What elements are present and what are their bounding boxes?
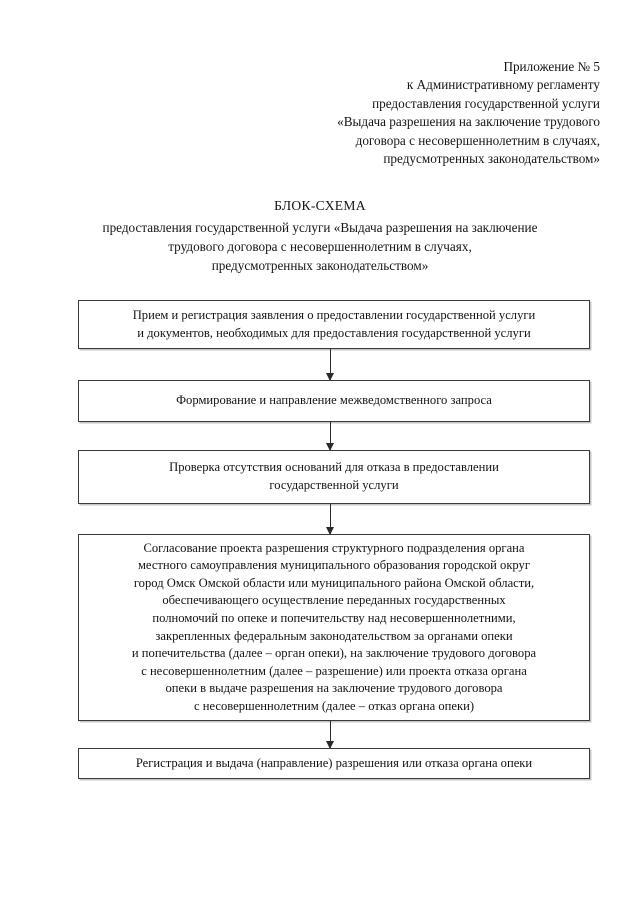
appendix-header-line: предоставления государственной услуги [372,95,600,111]
flow-node-line: опеки в выдаче разрешения на заключение … [165,681,503,696]
appendix-header-line: договора с несовершеннолетним в случаях, [355,132,600,148]
flow-node-line: Проверка отсутствия оснований для отказа… [169,460,499,475]
page-title: БЛОК-СХЕМА предоставления государственно… [50,196,590,275]
page-title-main: БЛОК-СХЕМА [274,198,366,213]
flow-node-line: с несовершеннолетним (далее – отказ орга… [193,698,475,713]
flow-node-line: обеспечивающего осуществление переданных… [162,593,506,608]
flow-node-line: местного самоуправления муниципального о… [137,558,531,573]
flow-node-line: Регистрация и выдача (направление) разре… [135,755,533,770]
flow-node-intake-text: Прием и регистрация заявления о предоста… [79,307,589,342]
flow-node-line: государственной услуги [269,478,399,492]
flow-arrow-intake-to-request [326,349,334,381]
flow-node-line: и документов, необходимых для предоставл… [137,325,531,340]
flow-arrow-approval-to-issue [326,721,334,749]
flow-node-approval-text: Согласование проекта разрешения структур… [79,540,589,716]
flow-node-line: полномочий по опеке и попечительству над… [152,610,516,625]
flow-arrow-check-to-approval [326,504,334,535]
flow-node-approval: Согласование проекта разрешения структур… [78,534,590,721]
flow-node-line: Согласование проекта разрешения структур… [143,540,525,555]
flow-node-line: город Омск Омской области или муниципаль… [133,575,535,590]
appendix-header-line: Приложение № 5 [503,59,600,74]
appendix-header-line: «Выдача разрешения на заключение трудово… [337,114,600,130]
flow-arrow-request-to-check [326,422,334,451]
appendix-header: Приложение № 5 к Административному регла… [170,58,600,168]
page-title-subtitle-line: предусмотренных законодательством» [211,258,429,273]
flow-node-line: и попечительства (далее – орган опеки), … [131,646,537,661]
page-title-subtitle-line: предоставления государственной услуги «В… [102,220,538,235]
flow-node-intake: Прием и регистрация заявления о предоста… [78,300,590,349]
flow-node-line: Прием и регистрация заявления о предоста… [132,307,536,322]
flow-node-check-text: Проверка отсутствия оснований для отказа… [79,459,589,494]
appendix-header-line: к Административному регламенту [406,77,600,93]
flow-node-line: закрепленных федеральным законодательств… [155,628,513,643]
flow-node-line: с несовершеннолетним (далее – разрешение… [141,663,527,678]
flow-node-check: Проверка отсутствия оснований для отказа… [78,450,590,504]
appendix-header-line: предусмотренных законодательством» [383,151,600,167]
page-title-subtitle-line: трудового договора с несовершеннолетним … [168,239,472,254]
flow-node-request: Формирование и направление межведомствен… [78,380,590,422]
flow-node-issue: Регистрация и выдача (направление) разре… [78,748,590,779]
flow-node-issue-text: Регистрация и выдача (направление) разре… [79,755,589,773]
flow-node-request-text: Формирование и направление межведомствен… [79,392,589,410]
flow-node-line: Формирование и направление межведомствен… [176,393,492,408]
